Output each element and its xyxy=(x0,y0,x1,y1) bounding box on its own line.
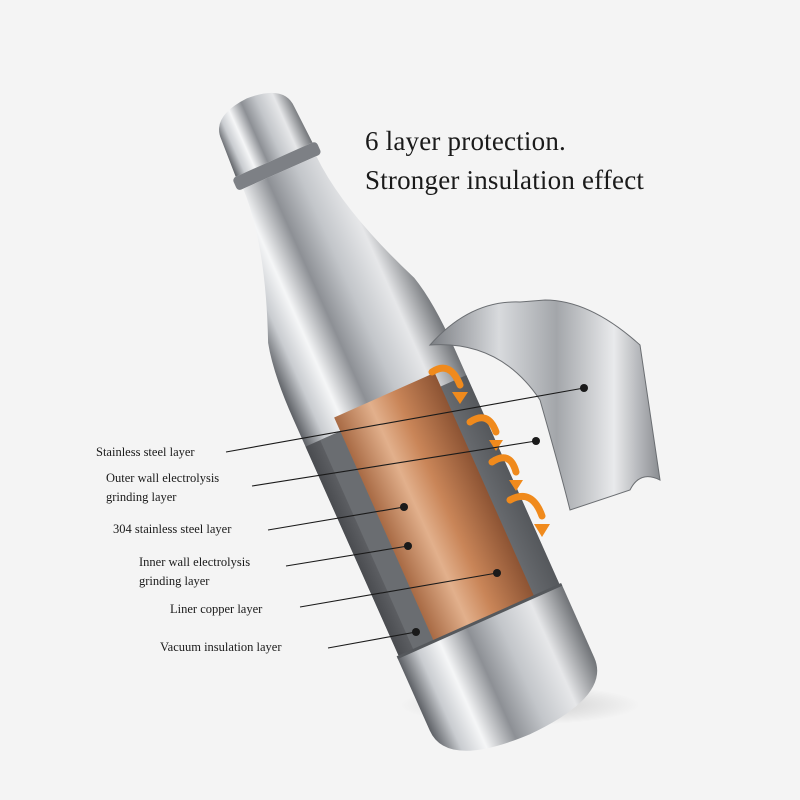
bottle xyxy=(219,92,598,751)
heat-arrowhead-icon xyxy=(534,524,550,537)
layer-liner-copper xyxy=(334,372,535,642)
leader-dots xyxy=(400,384,588,636)
callout-label: Inner wall electrolysis xyxy=(139,555,251,569)
callout-stainless-steel-layer: Stainless steel layer xyxy=(96,443,195,462)
leader-dot xyxy=(580,384,588,392)
leader-dot xyxy=(412,628,420,636)
leader-dot xyxy=(532,437,540,445)
callout-outer-wall-grinding-layer: Outer wall electrolysis grinding layer xyxy=(106,469,219,507)
heat-arrowhead-icon xyxy=(489,440,503,451)
leader-lines xyxy=(225,387,585,649)
heat-arrow-icon xyxy=(466,414,500,436)
layer-vacuum-gap xyxy=(320,431,434,651)
peeled-outer-wall xyxy=(428,299,661,511)
callout-label: Stainless steel layer xyxy=(96,445,195,459)
heat-arrows xyxy=(428,364,546,520)
callout-vacuum-insulation-layer: Vacuum insulation layer xyxy=(160,638,282,657)
callout-label: 304 stainless steel layer xyxy=(113,522,232,536)
callout-liner-copper-layer: Liner copper layer xyxy=(170,600,262,619)
bottle-neck-ring xyxy=(233,142,321,190)
leader-line xyxy=(267,506,405,531)
leader-dot xyxy=(493,569,501,577)
bottle-base-rim xyxy=(396,583,563,659)
callout-label: Liner copper layer xyxy=(170,602,263,616)
leader-dot xyxy=(400,503,408,511)
leader-line xyxy=(285,545,409,567)
callout-inner-wall-grinding-layer: Inner wall electrolysis grinding layer xyxy=(139,553,250,591)
headline-line-1: 6 layer protection. xyxy=(365,126,566,156)
leader-line xyxy=(251,440,537,487)
heat-arrowhead-icon xyxy=(509,480,523,491)
bottle-cap xyxy=(219,92,313,177)
bottle-base xyxy=(397,584,598,751)
leader-line xyxy=(327,631,417,649)
callout-label-continued: grinding layer xyxy=(106,490,177,504)
leader-line xyxy=(299,572,498,608)
heat-arrow-icon xyxy=(428,364,464,389)
callout-label: Vacuum insulation layer xyxy=(160,640,282,654)
callout-304-stainless-steel-layer: 304 stainless steel layer xyxy=(113,520,231,539)
heat-arrowheads xyxy=(452,392,550,537)
heat-arrowhead-icon xyxy=(452,392,468,404)
callout-label-continued: grinding layer xyxy=(139,574,210,588)
leader-dot xyxy=(404,542,412,550)
heat-arrow-icon xyxy=(506,493,546,520)
heat-arrow-icon xyxy=(488,454,520,476)
callout-label: Outer wall electrolysis xyxy=(106,471,220,485)
headline-line-2: Stronger insulation effect xyxy=(365,165,645,195)
leader-line xyxy=(225,387,585,453)
